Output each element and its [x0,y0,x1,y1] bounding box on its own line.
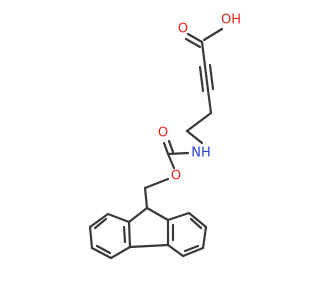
bond-c-o-ester [166,152,176,170]
benzene-ring-right [166,211,208,258]
atom-label-nh: NH [191,146,211,161]
chemical-structure: O OH NH O O [88,13,241,260]
bond-triple-left [198,65,205,93]
bond-l1 [106,212,131,224]
atom-label-o-ester: O [171,169,181,184]
bond-r5 [166,243,185,258]
bond-r2 [187,211,208,229]
bond-ch2-ch2 [185,111,213,133]
bond-triple-center [203,64,210,92]
bond-c-ch2 [206,88,213,115]
benzene-ring-left [88,212,132,260]
bond-r-inner-1 [189,217,203,230]
bond-c9-c9a [145,206,170,222]
bond-l-inner-1 [93,217,108,230]
bond-c9-c8a [127,206,149,224]
alkyne-group [198,40,215,115]
bond-triple-right [208,63,215,91]
atom-label-oh: OH [221,13,241,28]
bond-c-o-double-b [184,37,202,49]
bond-l2 [88,212,110,229]
carboxylic-acid-group [184,27,224,49]
bond-c-o-double-c-a [162,141,170,156]
bond-l4 [90,246,113,260]
bond-c-o-double-a [186,32,204,44]
atom-label-o-acid-carbonyl: O [178,22,188,37]
bond-l-inner-2 [95,244,112,255]
atom-label-o-carbamate-carbonyl: O [158,126,168,141]
bond-l5 [109,245,132,260]
alkyl-chain [185,111,213,145]
bond-c-c-single [200,40,207,68]
bond-r3 [201,225,208,250]
bond-l-inner-3 [122,225,127,244]
bond-c4a-c4b [128,243,170,249]
carbamate-group [143,139,190,210]
bond-o-ch2 [143,177,170,190]
bond-r4 [181,246,205,258]
bond-r-inner-2 [183,244,200,253]
bond-c-oh [202,27,224,42]
bond-n-c [166,151,190,156]
bond-c-o-double-c-b [167,139,175,154]
fluorene-core [127,206,170,249]
bond-ch2-ch [143,186,149,210]
bond-l3 [88,225,94,250]
bond-ch2-n [185,129,204,145]
bond-l6 [127,220,132,249]
bond-r1 [166,211,191,222]
